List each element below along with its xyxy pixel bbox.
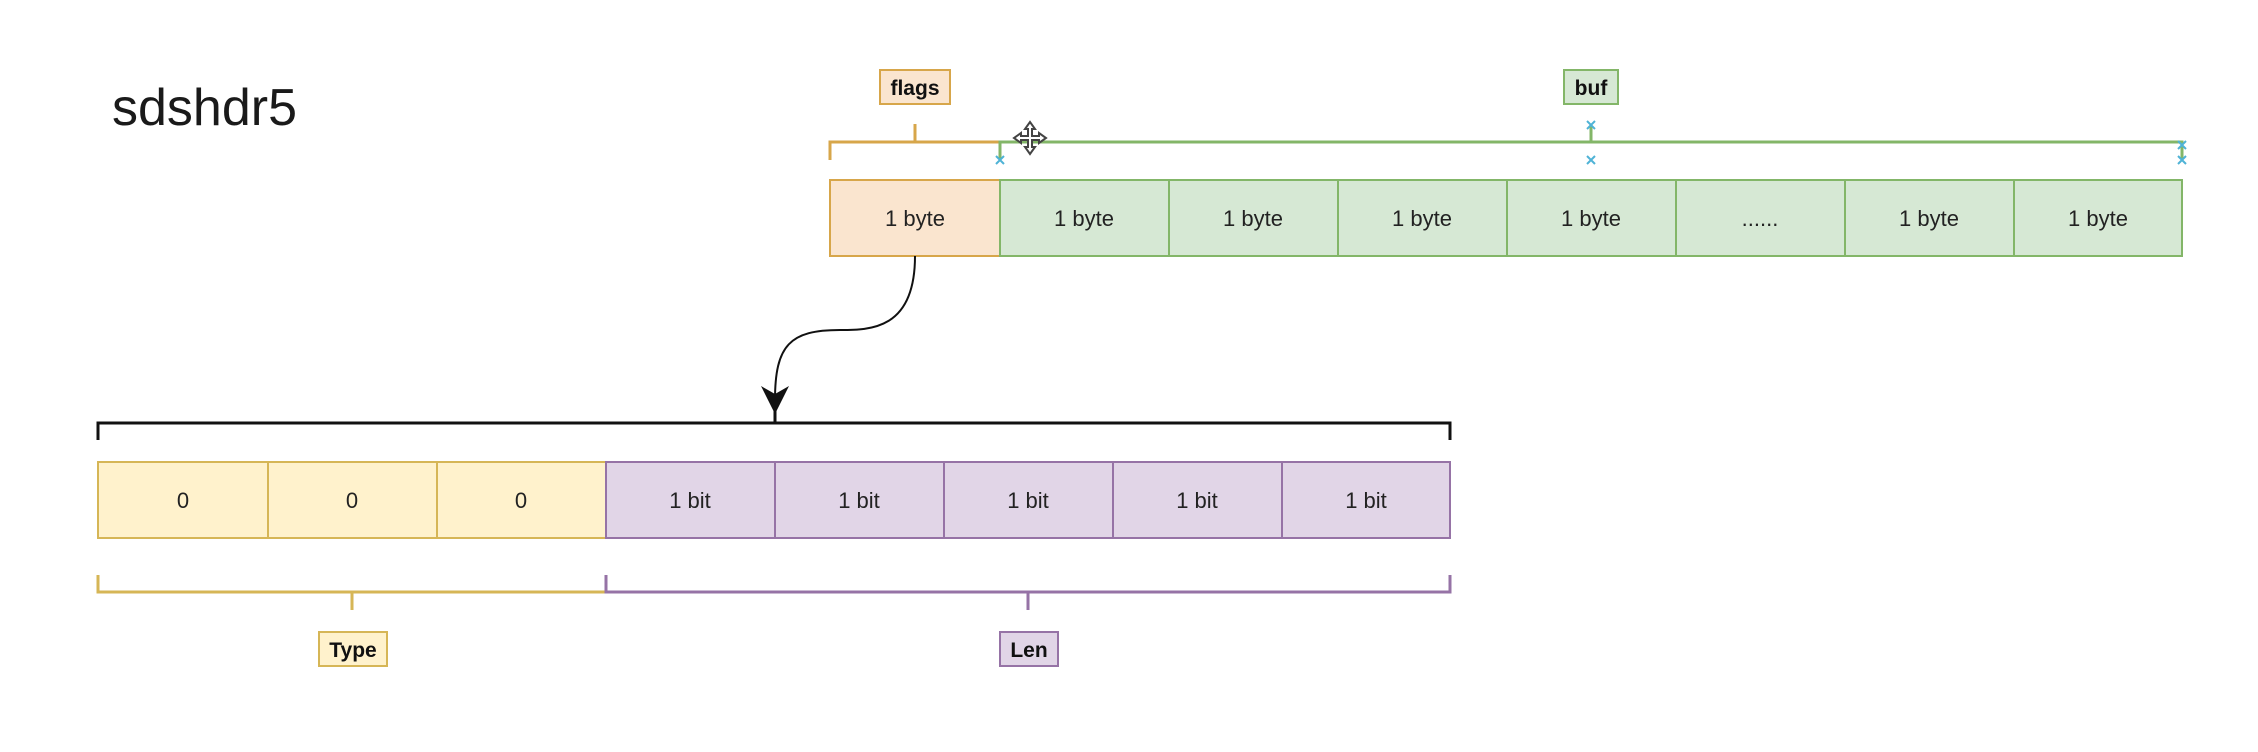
buf-cell: 1 byte xyxy=(1337,179,1508,257)
buf-cell: 1 byte xyxy=(2013,179,2183,257)
len-bit-cell: 1 bit xyxy=(774,461,945,539)
buf-cell: 1 byte xyxy=(1844,179,2015,257)
buf-cells: 1 byte 1 byte 1 byte 1 byte ...... 1 byt… xyxy=(999,179,2183,257)
type-bracket xyxy=(96,575,608,610)
type-bit-cell: 0 xyxy=(436,461,607,539)
len-bit-label: 1 bit xyxy=(1007,488,1049,513)
buf-cell-label: 1 byte xyxy=(2068,206,2128,231)
type-bit-label: 0 xyxy=(346,488,358,513)
buf-cell: 1 byte xyxy=(1168,179,1339,257)
flags-byte-label: 1 byte xyxy=(885,206,945,231)
type-bits: 0 0 0 xyxy=(97,461,607,539)
selection-handles xyxy=(995,120,2187,165)
buf-cell-label: 1 byte xyxy=(1561,206,1621,231)
buf-cell-label: 1 byte xyxy=(1899,206,1959,231)
page-title: sdshdr5 xyxy=(112,79,297,137)
flags-byte-cell: 1 byte xyxy=(829,179,1001,257)
type-bit-cell: 0 xyxy=(97,461,269,539)
buf-cell: 1 byte xyxy=(1506,179,1677,257)
buf-cell-label: 1 byte xyxy=(1392,206,1452,231)
buf-cell-label: 1 byte xyxy=(1223,206,1283,231)
buf-cell-label: ...... xyxy=(1742,206,1779,231)
type-tag-label: Type xyxy=(329,639,376,662)
len-bit-cell: 1 bit xyxy=(605,461,776,539)
buf-bracket xyxy=(998,124,2184,160)
bits-bracket xyxy=(96,405,1452,440)
type-bit-label: 0 xyxy=(515,488,527,513)
len-bits: 1 bit 1 bit 1 bit 1 bit 1 bit xyxy=(605,461,1451,539)
move-cursor-icon xyxy=(1012,120,1048,156)
flags-tag xyxy=(879,69,951,105)
buf-tag xyxy=(1563,69,1619,105)
len-bit-label: 1 bit xyxy=(838,488,880,513)
buf-tag-label: buf xyxy=(1575,77,1609,100)
len-bracket xyxy=(604,575,1452,610)
len-bit-cell: 1 bit xyxy=(1112,461,1283,539)
len-bit-label: 1 bit xyxy=(1176,488,1218,513)
len-bit-label: 1 bit xyxy=(1345,488,1387,513)
len-tag-label: Len xyxy=(1010,639,1047,662)
len-bit-cell: 1 bit xyxy=(1281,461,1451,539)
flags-expand-connector xyxy=(761,255,916,414)
type-bit-cell: 0 xyxy=(267,461,438,539)
len-bit-cell: 1 bit xyxy=(943,461,1114,539)
flags-bracket xyxy=(828,124,1002,160)
type-bit-label: 0 xyxy=(177,488,189,513)
buf-cell-ellipsis: ...... xyxy=(1675,179,1846,257)
flags-tag-label: flags xyxy=(890,77,939,100)
buf-cell-label: 1 byte xyxy=(1054,206,1114,231)
len-bit-label: 1 bit xyxy=(669,488,711,513)
buf-cell: 1 byte xyxy=(999,179,1170,257)
len-tag xyxy=(999,631,1059,667)
type-tag xyxy=(318,631,388,667)
